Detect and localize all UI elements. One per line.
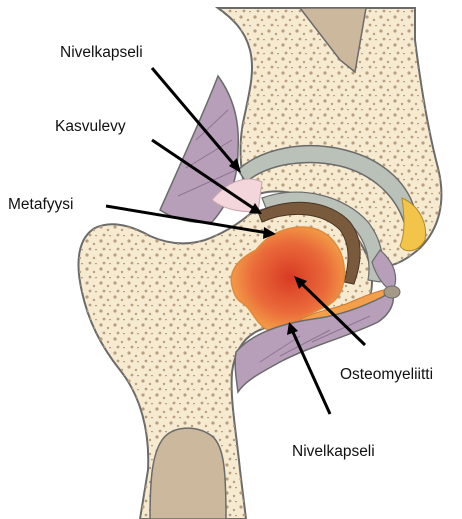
label-capsule-bottom: Nivelkapseli <box>292 443 375 460</box>
label-metaphysis: Metafyysi <box>8 196 73 213</box>
label-growth-plate: Kasvulevy <box>55 118 126 135</box>
femur-bone <box>78 192 382 519</box>
label-capsule-top: Nivelkapseli <box>60 44 143 61</box>
label-osteomyelitis: Osteomyeliitti <box>340 366 433 383</box>
